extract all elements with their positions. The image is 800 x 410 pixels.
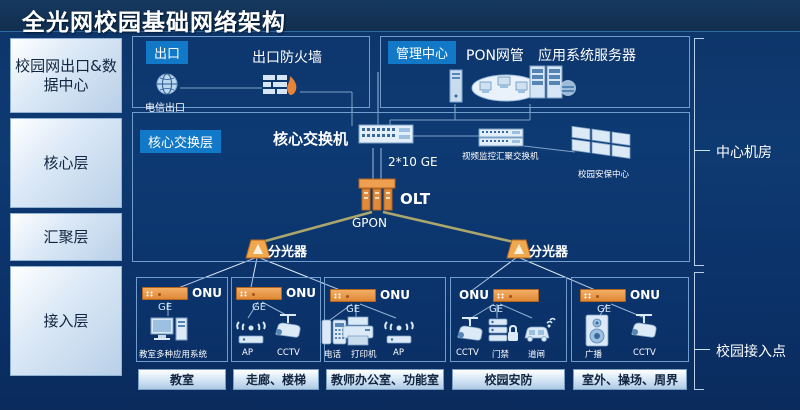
server-tower-icon (448, 68, 464, 108)
firewall-icon (263, 73, 299, 103)
onu-label: ONU (286, 286, 316, 300)
room-label-box: 室外、操场、周界 (573, 369, 687, 390)
wifi-ap-icon (234, 320, 268, 350)
campus-access-brace (694, 272, 704, 390)
device-label: CCTV (277, 348, 300, 358)
campus-access-label: 校园接入点 (716, 344, 786, 360)
device-label: AP (393, 348, 404, 358)
sidebar-item-label: 接入层 (43, 311, 89, 330)
internet-exit-label: 电信出口 (145, 103, 185, 114)
cctv-camera-icon (272, 313, 306, 349)
onu-device[interactable]: ONU (455, 288, 539, 302)
access-control-icon (487, 316, 519, 350)
title-bar (0, 0, 800, 32)
sidebar-item-aggregation-layer[interactable]: 汇聚层 (10, 213, 122, 261)
onu-label: ONU (630, 288, 660, 302)
management-zone-tag: 管理中心 (388, 41, 457, 64)
security-center-label: 校园安保中心 (578, 170, 630, 180)
ge-link-label: GE (489, 304, 504, 315)
olt-icon (358, 178, 396, 218)
cctv-camera-icon (454, 316, 488, 352)
onu-device[interactable]: ONU (580, 288, 664, 302)
onu-icon (580, 288, 626, 302)
cctv-camera-icon (628, 313, 662, 349)
room-label-box: 教师办公室、功能室 (326, 369, 444, 390)
ge-link-label: GE (346, 304, 361, 315)
device-label: 教室多种应用系统 (139, 350, 208, 360)
room-label: 走廊、楼梯 (245, 373, 306, 387)
ge-link-label: GE (597, 304, 612, 315)
optical-splitter-icon (506, 238, 532, 264)
splitter-label: 分光器 (529, 245, 569, 260)
device-label: 打印机 (351, 350, 377, 360)
video-wall-icon (570, 124, 634, 168)
sidebar-item-label: 核心层 (43, 153, 89, 172)
app-server-label: 应用系统服务器 (538, 48, 636, 64)
onu-icon (236, 286, 282, 300)
central-room-label: 中心机房 (716, 145, 772, 161)
sidebar-item-access-layer[interactable]: 接入层 (10, 266, 122, 376)
onu-device[interactable]: ONU (330, 288, 414, 302)
onu-icon (330, 288, 376, 302)
device-label: CCTV (633, 348, 656, 358)
exit-firewall-label: 出口防火墙 (252, 50, 322, 66)
speaker-icon (582, 314, 612, 352)
ge-link-label: GE (252, 302, 267, 313)
gpon-label: GPON (352, 216, 387, 230)
campus-access-tick (694, 349, 710, 350)
room-label: 室外、操场、周界 (581, 373, 678, 387)
device-label: 门禁 (492, 350, 510, 360)
desktop-pc-icon (150, 316, 190, 350)
device-label: CCTV (456, 348, 479, 358)
central-room-tick (694, 150, 710, 151)
pon-nms-label: PON网管 (466, 48, 524, 64)
globe-icon (155, 72, 179, 100)
wifi-ap-icon (382, 320, 416, 350)
device-label: 广播 (585, 350, 603, 360)
sidebar-item-label: 汇聚层 (43, 227, 89, 246)
exit-zone-tag: 出口 (146, 41, 189, 64)
switch-icon (358, 122, 414, 150)
room-label-box: 教室 (138, 369, 226, 390)
core-layer-tag: 核心交换层 (140, 130, 222, 153)
room-label: 教室 (169, 373, 194, 387)
device-label: 电话 (324, 350, 342, 360)
network-cloud-icon (470, 68, 542, 108)
onu-device[interactable]: ONU (236, 286, 320, 300)
video-aggregation-switch-icon (478, 128, 524, 152)
device-label: AP (242, 348, 253, 358)
server-rack-icon (528, 64, 576, 110)
onu-label: ONU (192, 286, 222, 300)
onu-label: ONU (459, 288, 489, 302)
onu-icon (493, 288, 539, 302)
onu-device[interactable]: ONU (142, 286, 226, 300)
printer-icon (340, 316, 376, 352)
optical-splitter-icon (245, 238, 271, 264)
barrier-gate-icon (522, 314, 558, 350)
splitter-label: 分光器 (268, 245, 308, 260)
olt-label: OLT (400, 190, 431, 208)
uplink-capacity-label: 2*10 GE (388, 155, 438, 169)
central-room-brace (694, 38, 704, 266)
sidebar-item-campus-exit-datacenter[interactable]: 校园网出口&数据中心 (10, 38, 122, 113)
video-switch-label: 视频监控汇聚交换机 (462, 152, 539, 162)
ge-link-label: GE (158, 302, 173, 313)
room-label-box: 走廊、楼梯 (233, 369, 319, 390)
onu-label: ONU (380, 288, 410, 302)
room-label: 校园安防 (484, 373, 533, 387)
sidebar-item-core-layer[interactable]: 核心层 (10, 118, 122, 208)
room-label-box: 校园安防 (452, 369, 565, 390)
page-title: 全光网校园基础网络架构 (22, 10, 286, 36)
sidebar-item-label: 校园网出口&数据中心 (15, 56, 117, 94)
core-switch-label: 核心交换机 (273, 130, 349, 148)
onu-icon (142, 286, 188, 300)
desk-phone-icon (320, 318, 348, 352)
room-label: 教师办公室、功能室 (330, 373, 439, 387)
device-label: 道闸 (528, 350, 546, 360)
